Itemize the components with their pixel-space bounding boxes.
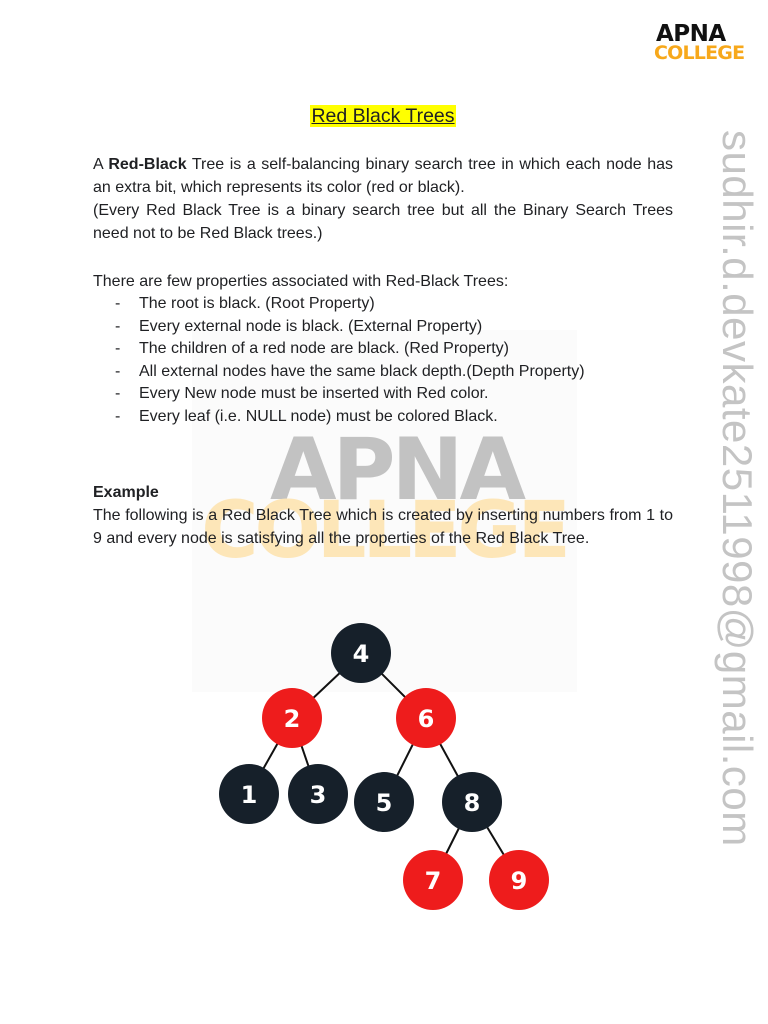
tree-node-6: 6 [396,688,456,748]
node-label: 6 [418,705,435,733]
tree-node-3: 3 [288,764,348,824]
node-circle [262,688,322,748]
property-item: Every New node must be inserted with Red… [93,383,673,406]
tree-node-5: 5 [354,772,414,832]
logo-line-college: COLLEGE [654,41,745,64]
node-label: 2 [284,705,301,733]
node-label: 7 [425,867,442,895]
example-heading: Example [93,483,159,501]
property-item: Every external node is black. (External … [93,316,673,339]
intro-bold-term: Red-Black [108,156,187,173]
document-body: Red Black Trees A Red-Black Tree is a se… [93,105,673,550]
node-circle [489,850,549,910]
node-label: 1 [241,781,258,809]
node-circle [288,764,348,824]
watermark-apna: APNA [269,420,526,520]
tree-edge [432,801,473,881]
node-circle [219,764,279,824]
tree-edge [291,717,319,795]
watermark-college: COLLEGE [201,486,571,576]
node-label: 8 [464,789,481,817]
title-wrap: Red Black Trees [93,105,673,129]
logo-line-apna: APNA [656,21,726,47]
node-label: 5 [376,789,393,817]
intro-note: (Every Red Black Tree is a binary search… [93,202,673,242]
node-circle [396,688,456,748]
node-circle [403,850,463,910]
intro-section: A Red-Black Tree is a self-balancing bin… [93,153,673,245]
property-item: Every leaf (i.e. NULL node) must be colo… [93,406,673,429]
properties-intro: There are few properties associated with… [93,273,509,290]
property-item: All external nodes have the same black d… [93,361,673,384]
node-circle [354,772,414,832]
tree-edge [471,801,520,881]
node-label: 9 [511,867,528,895]
property-item: The root is black. (Root Property) [93,293,673,316]
tree-edge [425,717,473,803]
tree-edge [248,717,293,795]
property-item: The children of a red node are black. (R… [93,338,673,361]
intro-paragraph: A Red-Black Tree is a self-balancing bin… [93,153,673,199]
node-label: 3 [310,781,327,809]
side-email-watermark: sudhir.d.devkate2511998@gmail.com [714,130,761,847]
node-circle [442,772,502,832]
tree-node-9: 9 [489,850,549,910]
tree-node-1: 1 [219,764,279,824]
page-title: Red Black Trees [310,105,456,127]
tree-edge [383,717,427,803]
apna-college-logo: APNA COLLEGE [654,21,746,64]
tree-node-7: 7 [403,850,463,910]
intro-prefix: A [93,156,109,173]
tree-node-8: 8 [442,772,502,832]
tree-node-2: 2 [262,688,322,748]
example-paragraph: The following is a Red Black Tree which … [93,506,673,547]
properties-list: The root is black. (Root Property) Every… [93,293,673,429]
intro-rest: Tree is a self-balancing binary search t… [93,156,674,196]
